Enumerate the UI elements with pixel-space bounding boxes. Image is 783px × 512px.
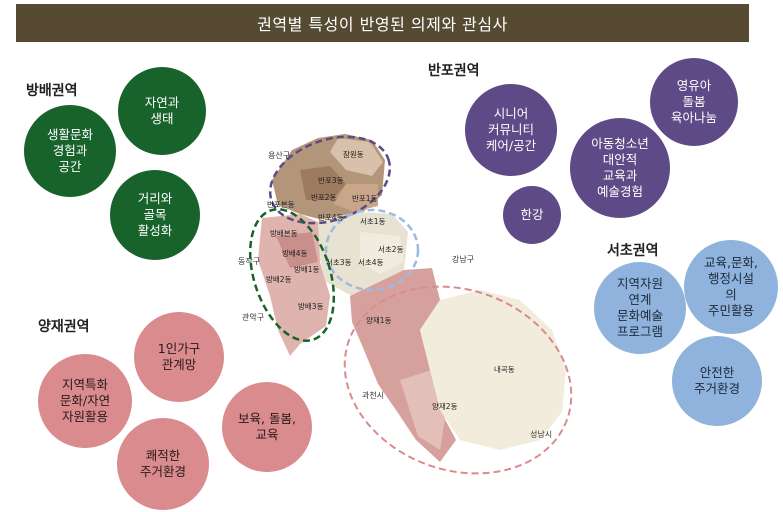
page-title: 권역별 특성이 반영된 의제와 관심사 xyxy=(257,15,508,34)
dong-label: 서초2동 xyxy=(378,245,404,254)
neighbor-label: 관악구 xyxy=(242,312,264,322)
ellipse-banpo xyxy=(268,135,392,225)
neighbor-label: 동작구 xyxy=(238,256,260,266)
bubble-yangjae-single: 1인가구 관계망 xyxy=(134,312,224,402)
bubble-bangbae-nature: 자연과 생태 xyxy=(118,67,206,155)
map-area-naegok xyxy=(420,290,566,450)
bubble-yangjae-housing: 쾌적한 주거환경 xyxy=(117,418,209,510)
dong-label: 방배3동 xyxy=(298,301,324,311)
dong-label: 서초3동 xyxy=(326,258,352,267)
dong-label: 방배2동 xyxy=(266,274,292,284)
neighbor-label: 성남시 xyxy=(530,430,552,439)
dong-label: 방배1동 xyxy=(294,264,320,274)
dong-label: 잠원동 xyxy=(343,149,364,159)
bubble-bangbae-street: 거리와 골목 활성화 xyxy=(110,170,200,260)
dong-label: 반포본동 xyxy=(267,200,295,209)
bubble-bangbae-culture: 생활문화 경험과 공간 xyxy=(24,105,116,197)
bubble-banpo-infant: 영유아 돌봄 육아나눔 xyxy=(650,58,738,146)
bubble-seocho-program: 지역자원 연계 문화예술 프로그램 xyxy=(594,262,686,354)
region-label-banpo: 반포권역 xyxy=(428,63,480,79)
ellipse-bangbae xyxy=(248,208,336,342)
dong-label: 양재1동 xyxy=(366,316,392,325)
neighbor-label: 용산구 xyxy=(268,150,290,160)
neighbor-label: 과천시 xyxy=(362,390,384,400)
map-area-banpo1 xyxy=(334,184,378,212)
bubble-seocho-housing: 안전한 주거환경 xyxy=(672,336,762,426)
dong-label: 내곡동 xyxy=(494,365,515,374)
region-label-yangjae: 양재권역 xyxy=(38,319,90,335)
neighbor-label: 강남구 xyxy=(452,254,474,264)
region-label-seocho: 서초권역 xyxy=(607,243,659,259)
dong-label: 반포2동 xyxy=(311,193,337,202)
dong-label: 방배본동 xyxy=(270,228,298,238)
bubble-banpo-river: 한강 xyxy=(503,186,561,244)
region-label-bangbae: 방배권역 xyxy=(26,83,78,99)
dong-label: 서초1동 xyxy=(360,217,386,226)
map-area-seocho2 xyxy=(360,232,404,274)
bubble-yangjae-care: 보육, 돌봄, 교육 xyxy=(222,382,312,472)
bubble-banpo-youth: 아동청소년 대안적 교육과 예술경험 xyxy=(570,118,670,218)
dong-label: 서초4동 xyxy=(358,258,384,267)
bubble-yangjae-local: 지역특화 문화/자연 자원활용 xyxy=(38,354,132,448)
title-bar: 권역별 특성이 반영된 의제와 관심사 xyxy=(16,4,749,42)
bubble-seocho-public: 교육,문화, 행정시설 의 주민활용 xyxy=(684,240,778,334)
map-area-yangjae2 xyxy=(400,370,446,450)
map-area-banpo3 xyxy=(300,166,346,200)
map-area-bangbae4 xyxy=(276,232,318,268)
dong-label: 반포4동 xyxy=(318,213,344,222)
ellipse-seocho xyxy=(324,208,420,292)
ellipse-yangjae xyxy=(343,285,573,475)
dong-label: 반포3동 xyxy=(318,176,344,185)
bubble-banpo-senior: 시니어 커뮤니티 케어/공간 xyxy=(465,84,557,176)
dong-label: 방배4동 xyxy=(282,248,308,258)
dong-label: 양재2동 xyxy=(432,402,458,411)
dong-label: 반포1동 xyxy=(352,194,378,203)
map-area-jamwon xyxy=(330,138,383,176)
